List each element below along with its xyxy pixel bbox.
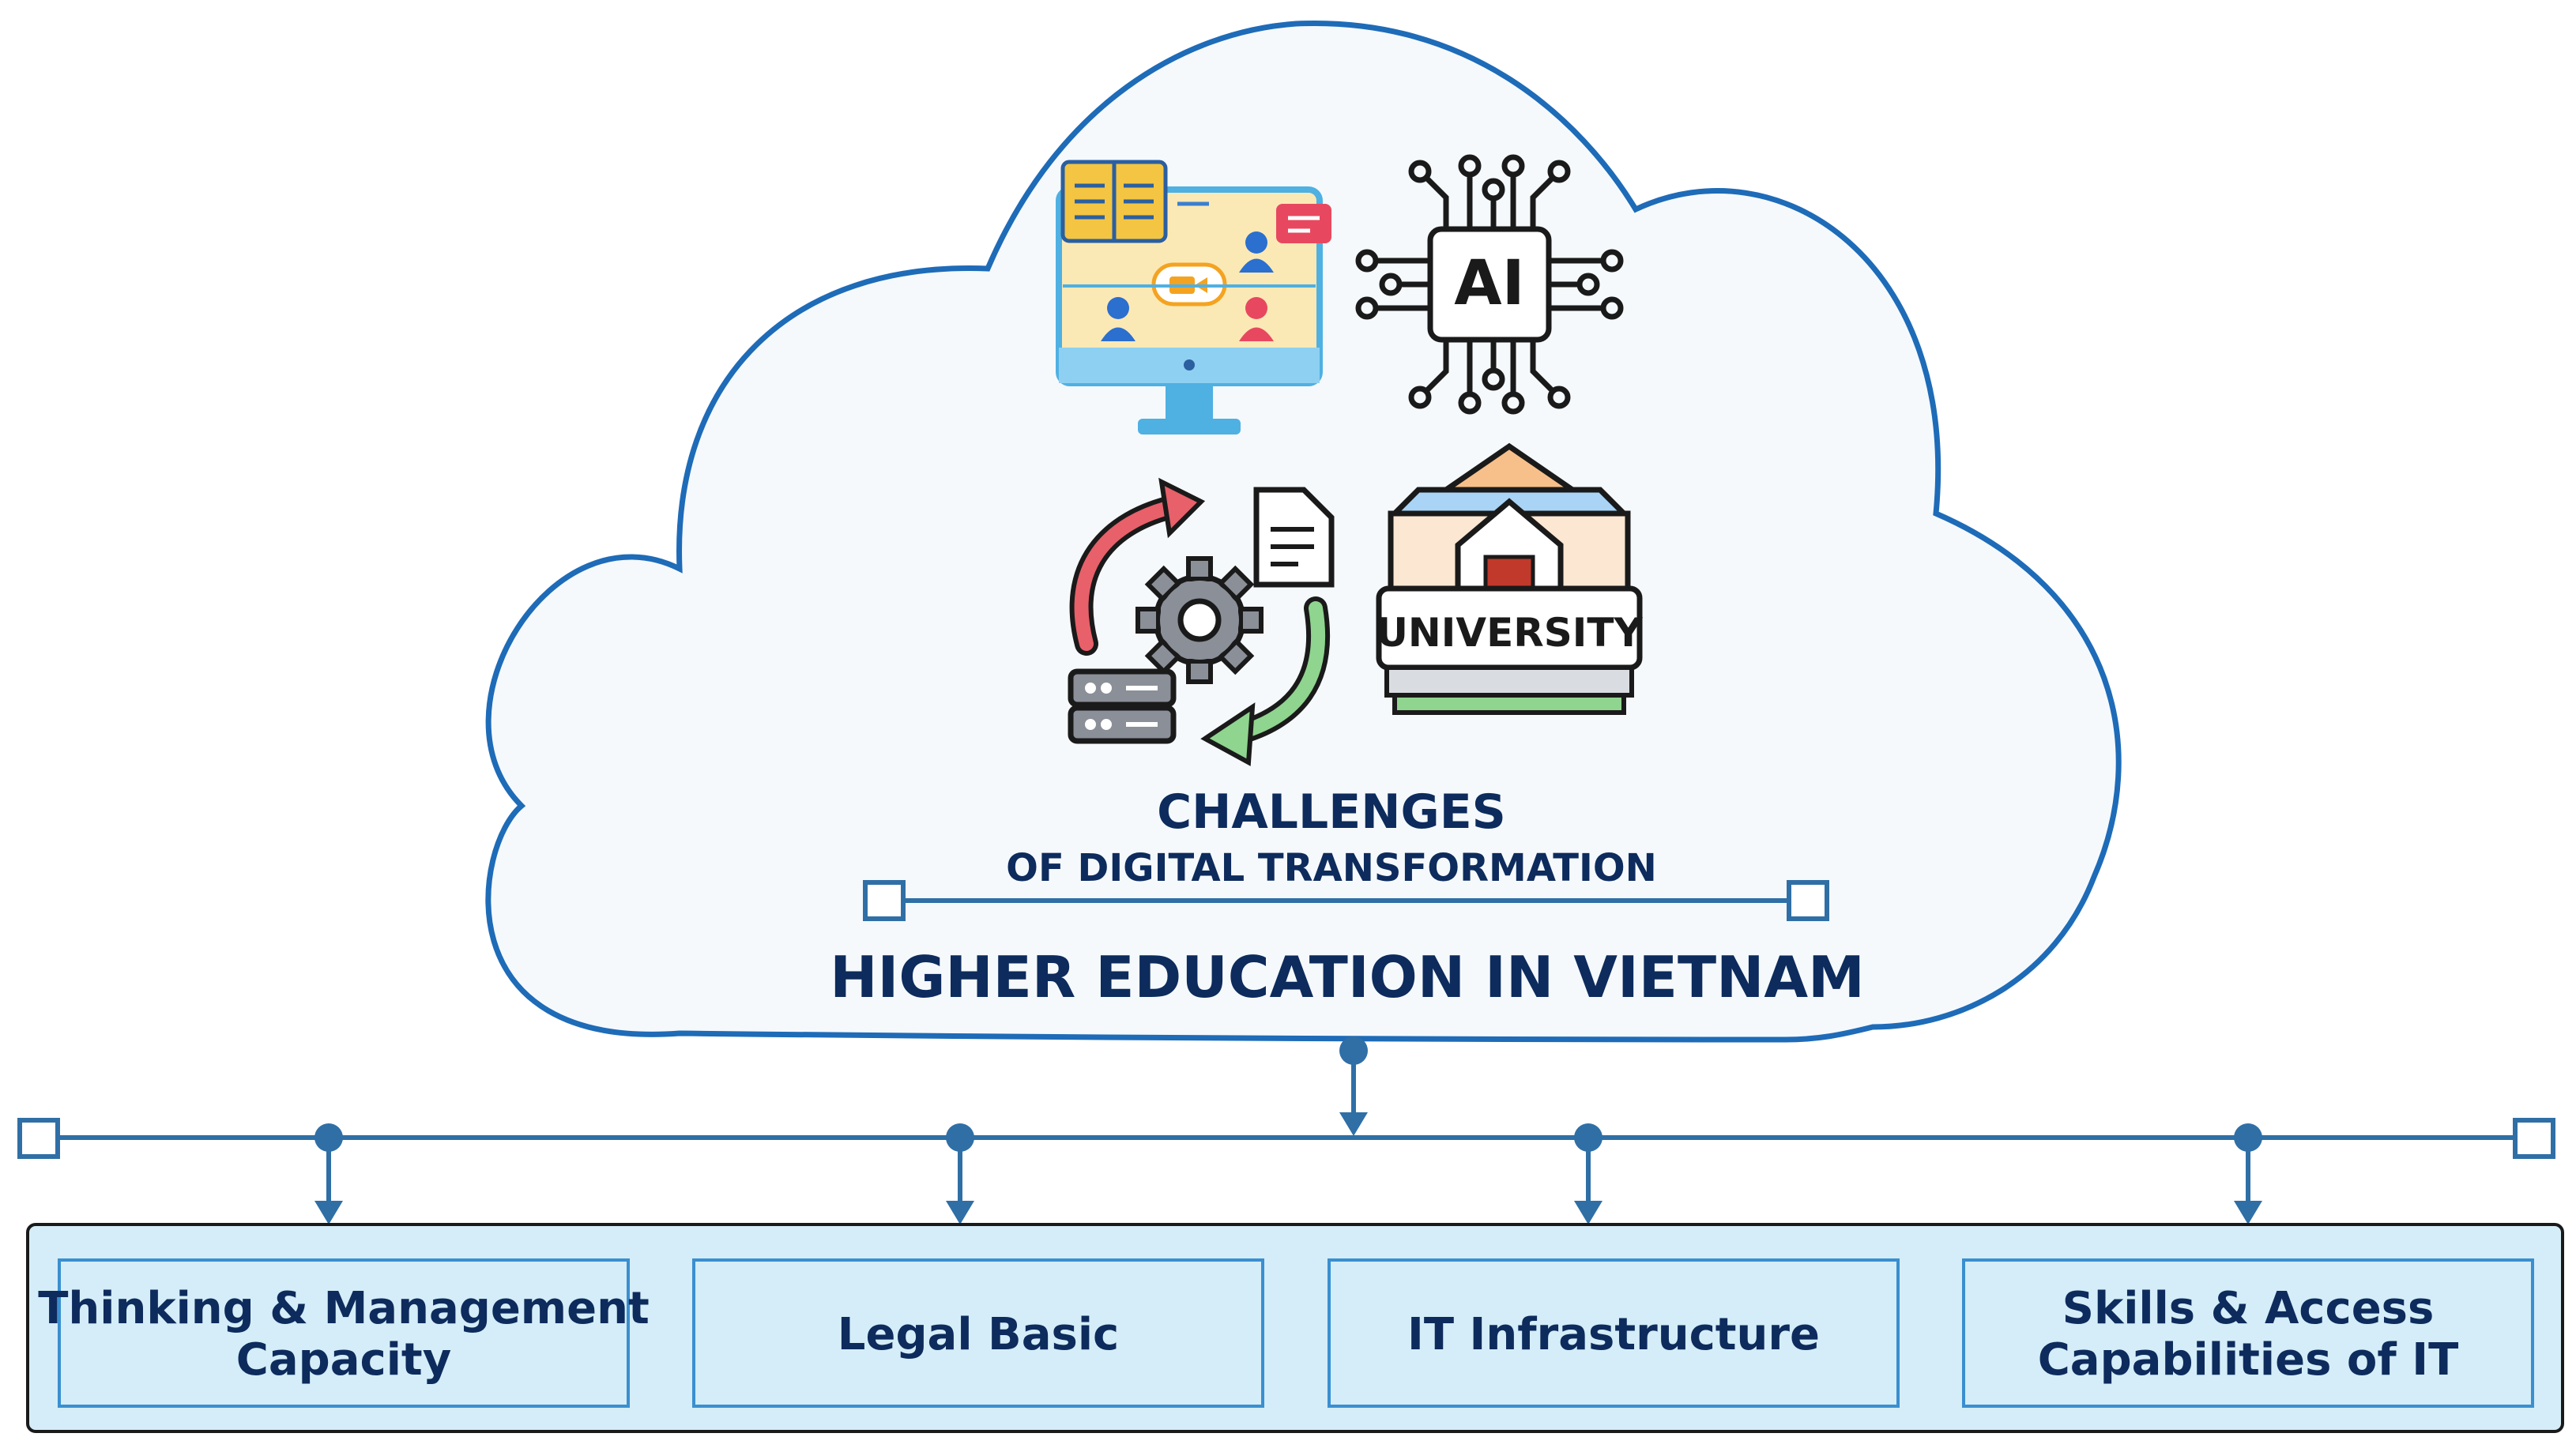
cloud-title-line1: CHALLENGES [1157, 784, 1506, 840]
challenge-box-legal-basic: Legal Basic [692, 1258, 1264, 1408]
challenge-box-2-label: Legal Basic [838, 1309, 1119, 1360]
bus-left-square [17, 1118, 60, 1159]
challenge-box-skills-access: Skills & Access Capabilities of IT [1962, 1258, 2534, 1408]
ai-chip-icon: AI [1355, 154, 1624, 415]
online-learning-monitor-icon [1056, 160, 1331, 434]
cloud-connector [1339, 1036, 1368, 1136]
drop-arrow-1 [314, 1123, 343, 1224]
drop-arrow-3 [1574, 1123, 1602, 1224]
university-label: UNIVERSITY [1376, 610, 1643, 656]
challenge-box-1-line1: Thinking & Management [38, 1283, 650, 1334]
separator-right-square [1787, 880, 1829, 921]
challenge-box-it-infrastructure: IT Infrastructure [1328, 1258, 1900, 1408]
challenges-container [26, 1223, 2564, 1433]
cloud-title-line2: OF DIGITAL TRANSFORMATION [1006, 846, 1657, 890]
challenge-box-thinking-management: Thinking & Management Capacity [38, 1258, 650, 1408]
ai-chip-label: AI [1454, 248, 1524, 319]
drop-arrow-2 [946, 1123, 974, 1224]
challenge-box-4-line1: Skills & Access [2062, 1283, 2435, 1334]
digital-process-cycle-icon [1068, 477, 1335, 766]
bus-right-square [2513, 1118, 2555, 1159]
separator-left-square [863, 880, 906, 921]
challenge-box-3-label: IT Infrastructure [1407, 1309, 1820, 1360]
drop-arrow-4 [2234, 1123, 2262, 1224]
challenge-box-1-line2: Capacity [236, 1334, 451, 1386]
university-building-icon: UNIVERSITY [1376, 442, 1643, 715]
challenge-box-4-line2: Capabilities of IT [2038, 1334, 2459, 1386]
cloud-subtitle: HIGHER EDUCATION IN VIETNAM [830, 944, 1864, 1010]
